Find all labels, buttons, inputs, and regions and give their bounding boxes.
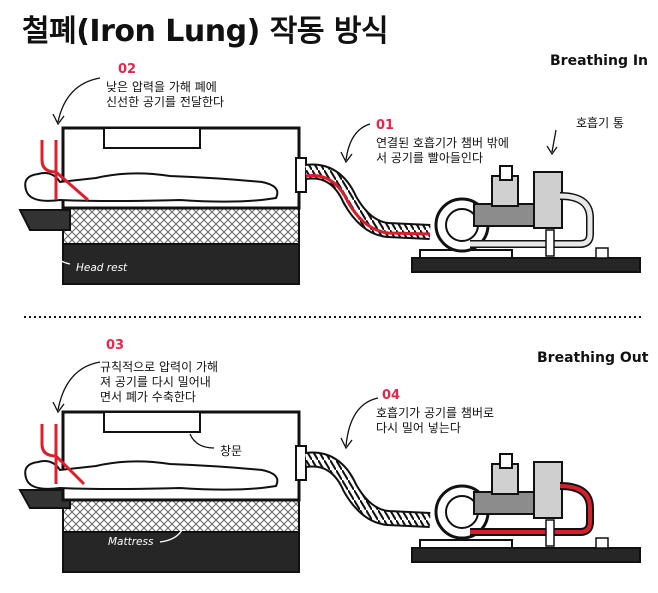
- step-number-03: 03: [106, 338, 125, 353]
- airway-2: [40, 424, 86, 486]
- step-03-line-1: 규칙적으로 압력이 가해: [100, 360, 219, 374]
- respirator-tank-1: [533, 171, 563, 229]
- mattress-label: Mattress: [108, 536, 154, 548]
- panel-out-drawing: [18, 361, 641, 573]
- patient-body-1: [24, 172, 279, 203]
- chamber-port-1: [295, 157, 307, 193]
- step-01-text: 연결된 호흡기가 챔버 밖에 서 공기를 빨아들인다: [376, 136, 509, 166]
- hose-air-1: [305, 174, 431, 236]
- chamber-stand-2: [62, 531, 300, 573]
- respirator-piston-1: [473, 203, 535, 227]
- respirator-base-2: [411, 547, 641, 563]
- step-04-line-1: 호흡기가 공기를 챔버로: [376, 406, 495, 420]
- step-01-line-1: 연결된 호흡기가 챔버 밖에: [376, 136, 509, 150]
- step-03-line-3: 면서 폐가 수축한다: [100, 390, 196, 404]
- step-number-04: 04: [382, 388, 401, 403]
- phase-label-breathing-out: Breathing Out: [537, 350, 649, 366]
- patient-body-2: [24, 460, 279, 491]
- head-rest-label: Head rest: [76, 262, 128, 274]
- step-02-line-2: 신선한 공기를 전달한다: [106, 95, 225, 109]
- head-rest-1: [18, 209, 71, 231]
- chamber-window-1: [103, 127, 201, 149]
- chamber-stand-1: [62, 243, 300, 285]
- step-04-text: 호흡기가 공기를 챔버로 다시 밀어 넣는다: [376, 406, 494, 436]
- chamber-window-2: [103, 411, 201, 433]
- respirator-base-1: [411, 257, 641, 273]
- step-number-02: 02: [118, 62, 137, 77]
- step-04-line-2: 다시 밀어 넣는다: [376, 421, 461, 435]
- respirator-piston-2: [473, 491, 535, 515]
- panel-in-drawing: [18, 77, 641, 285]
- head-rest-2: [18, 489, 71, 509]
- step-03-text: 규칙적으로 압력이 가해 져 공기를 다시 밀어내 면서 폐가 수축한다: [100, 360, 218, 405]
- step-02-line-1: 낮은 압력을 가해 폐에: [106, 80, 217, 94]
- step-02-text: 낮은 압력을 가해 폐에 신선한 공기를 전달한다: [106, 80, 224, 110]
- chamber-mattress-1: [62, 207, 300, 245]
- step-number-01: 01: [376, 118, 395, 133]
- window-label: 창문: [220, 444, 243, 458]
- page-title: 철폐(Iron Lung) 작동 방식: [22, 14, 389, 49]
- hose-air-2: [470, 484, 592, 534]
- phase-label-breathing-in: Breathing In: [550, 53, 649, 69]
- respirator-tank-2: [533, 461, 563, 519]
- step-01-line-2: 서 공기를 빨아들인다: [376, 151, 483, 165]
- airway-1: [40, 140, 89, 202]
- chamber-port-2: [295, 445, 307, 481]
- step-03-line-2: 져 공기를 다시 밀어내: [100, 375, 211, 389]
- chamber-mattress-2: [62, 499, 300, 533]
- respirator-label: 호흡기 통: [576, 116, 624, 130]
